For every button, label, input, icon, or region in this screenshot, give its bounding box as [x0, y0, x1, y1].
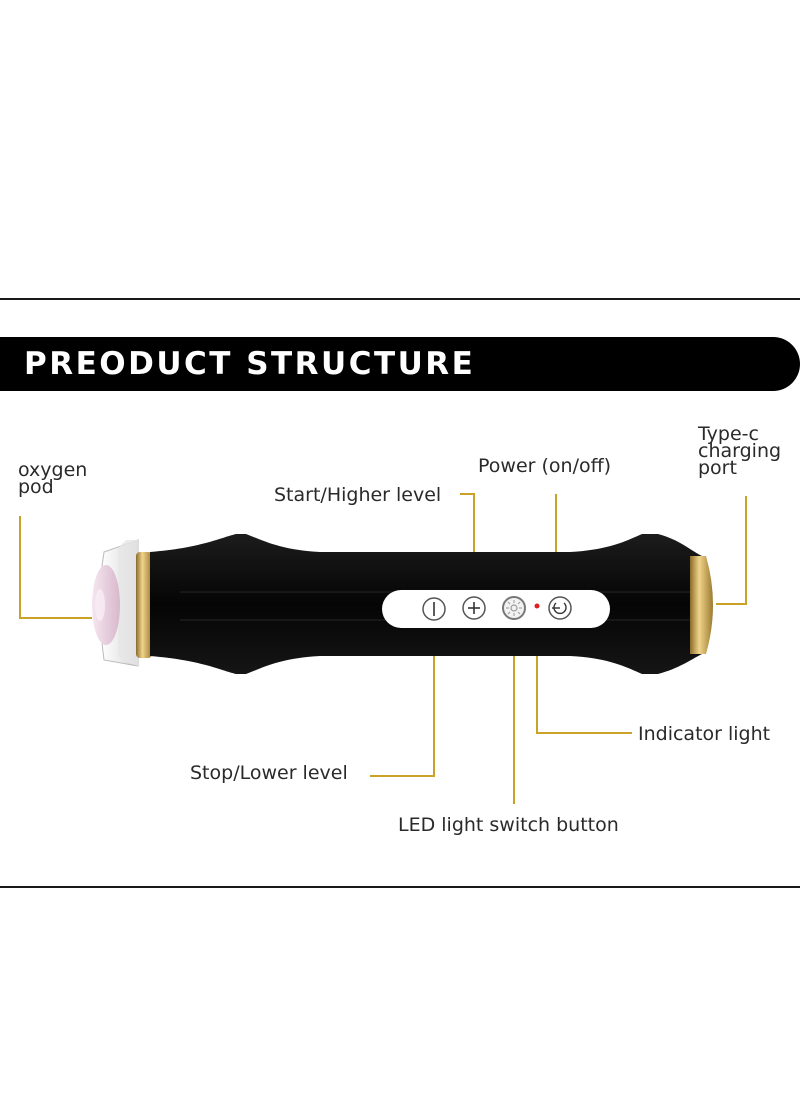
section-banner: PREODUCT STRUCTURE [0, 337, 800, 391]
led-sun-icon[interactable] [502, 596, 526, 620]
control-panel [382, 590, 610, 628]
label-oxygen-pod-line1: oxygen [18, 459, 88, 481]
leader-type-c [716, 496, 747, 605]
label-stop-lower: Stop/Lower level [190, 762, 348, 784]
pod-cup-outer [118, 540, 138, 666]
label-oxygen-pod-line2: pod [18, 476, 54, 498]
label-type-c-line2: charging [698, 440, 782, 462]
power-icon[interactable] [548, 596, 572, 620]
label-type-c-line3: port [698, 457, 737, 479]
device [92, 534, 713, 674]
banner-title: PREODUCT STRUCTURE [24, 346, 476, 382]
label-type-c: Type-c charging port [698, 423, 782, 479]
indicator-dot-icon [534, 603, 540, 609]
label-power: Power (on/off) [478, 455, 612, 477]
leader-stop-lower [370, 622, 435, 777]
label-led-switch: LED light switch button [398, 814, 619, 836]
type-c-port-cap [690, 556, 713, 654]
label-type-c-line1: Type-c [698, 423, 759, 445]
bottom-divider [0, 886, 800, 888]
top-divider [0, 298, 800, 300]
minus-button-icon[interactable] [422, 597, 446, 621]
oxygen-pod [92, 565, 120, 645]
leader-oxygen-pod [19, 516, 92, 619]
gold-ring-left [136, 552, 152, 658]
label-start-higher: Start/Higher level [274, 484, 442, 506]
label-oxygen-pod: oxygen pod [18, 459, 88, 498]
plus-button-icon[interactable] [462, 596, 486, 620]
label-indicator: Indicator light [638, 723, 771, 745]
